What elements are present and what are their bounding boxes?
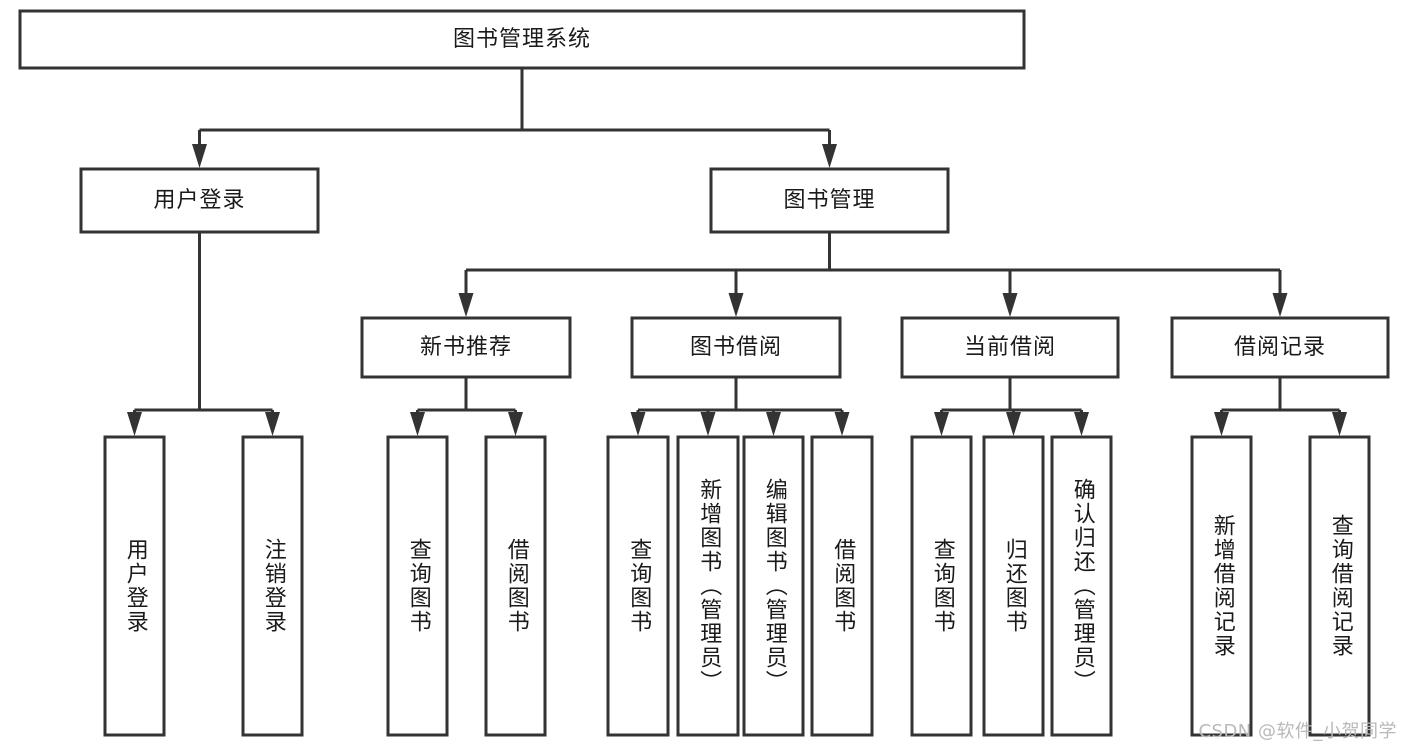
arrow-head-borrow-record: [1272, 293, 1288, 317]
arrow-head-leaf-borrow-book-rec: [508, 412, 523, 436]
node-box-book-borrow: [630, 316, 842, 379]
node-box-new-book-rec: [360, 316, 572, 379]
arrow-head-leaf-return-book: [1006, 412, 1021, 436]
node-box-leaf-add-book: [676, 435, 740, 737]
arrow-head-leaf-user-login: [127, 412, 142, 436]
arrow-head-leaf-logout: [265, 412, 280, 436]
arrow-head-book-borrow: [728, 293, 744, 317]
node-box-book-manage: [709, 167, 950, 234]
arrow-head-leaf-add-record: [1214, 412, 1229, 436]
node-box-leaf-query-record: [1308, 435, 1371, 737]
node-box-borrow-record: [1170, 316, 1390, 379]
node-box-leaf-user-login: [103, 435, 166, 737]
edges-layer: [127, 68, 1347, 436]
arrow-head-leaf-query-book-rec: [410, 412, 425, 436]
arrow-head-leaf-add-book: [700, 412, 716, 436]
boxes-layer: [18, 9, 1390, 737]
arrow-head-leaf-query-book-borrow: [630, 412, 646, 436]
arrow-head-user-login: [192, 144, 207, 168]
node-box-leaf-query-book-rec: [386, 435, 449, 737]
node-box-current-borrow: [900, 316, 1120, 379]
arrow-head-book-manage: [822, 144, 837, 168]
node-box-root: [18, 9, 1026, 70]
arrow-head-new-book-rec: [458, 293, 474, 317]
arrow-head-leaf-confirm-return: [1074, 412, 1089, 436]
node-box-leaf-borrow-book-rec: [484, 435, 547, 737]
arrow-head-leaf-edit-book: [766, 412, 781, 436]
arrow-head-current-borrow: [1002, 293, 1018, 317]
node-box-leaf-confirm-return: [1050, 435, 1113, 737]
node-box-user-login: [79, 167, 320, 234]
arrow-head-leaf-borrow-book: [834, 412, 850, 436]
node-box-leaf-borrow-book: [810, 435, 874, 737]
node-box-leaf-return-book: [982, 435, 1045, 737]
arrow-head-leaf-query-record: [1332, 412, 1347, 436]
node-box-leaf-add-record: [1190, 435, 1253, 737]
arrow-head-leaf-query-book-current: [934, 412, 949, 436]
node-box-leaf-logout: [241, 435, 304, 737]
node-box-leaf-query-book-borrow: [606, 435, 670, 737]
node-box-leaf-query-book-current: [910, 435, 973, 737]
node-box-leaf-edit-book: [742, 435, 805, 737]
